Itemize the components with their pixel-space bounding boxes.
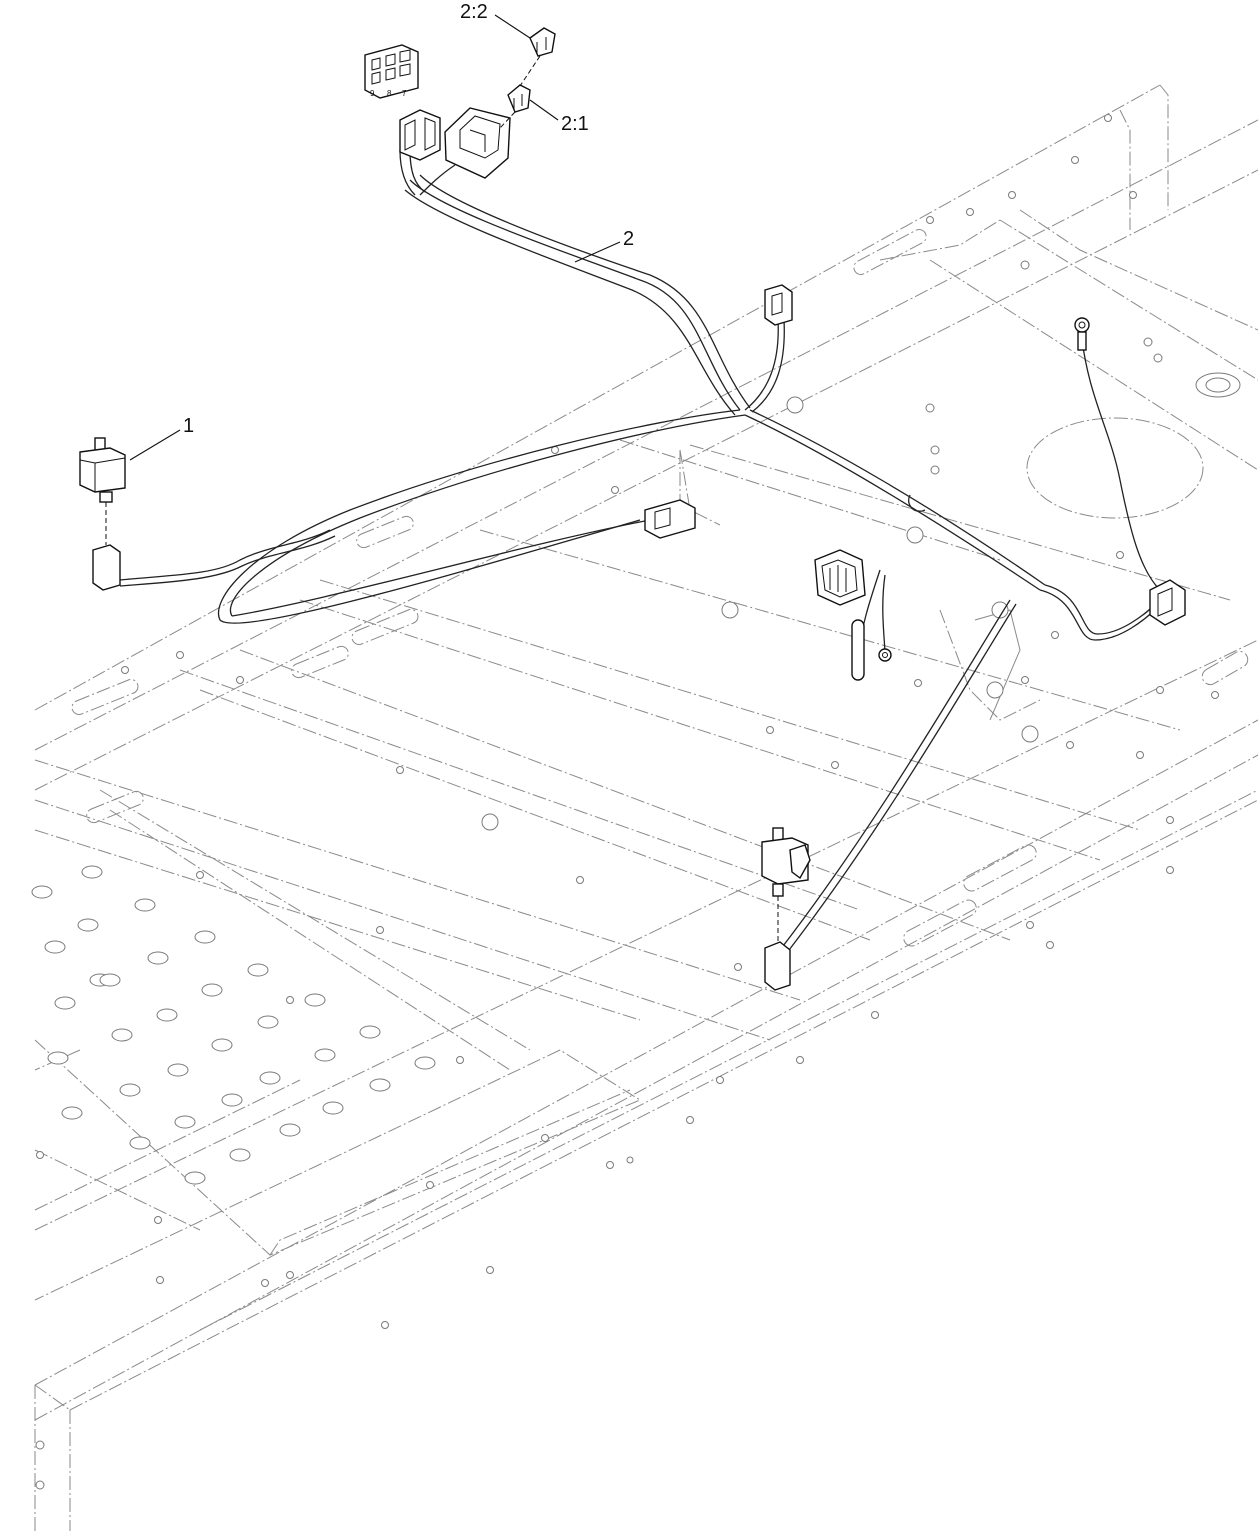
bullet-connectors (851, 619, 892, 681)
callout-item-1: 1 (183, 415, 194, 437)
connector-mid (644, 499, 696, 539)
relay-block: 9 8 7 (364, 44, 419, 99)
pin-label-9: 9 (370, 89, 375, 98)
bottom-switch (761, 827, 811, 942)
fuse-2-1 (507, 84, 531, 113)
fuse-holder-connector (444, 107, 511, 179)
bottom-switch-plug (764, 941, 791, 991)
step-plate-dimples (31, 865, 436, 1185)
harness-connectors: 9 8 7 (92, 27, 1186, 991)
switch-1 (79, 437, 126, 545)
chassis-frame (34, 84, 1258, 1531)
callout-item-2-1: 2:1 (561, 113, 589, 135)
switch-1-plug (92, 544, 121, 591)
wiring-harness (119, 149, 1161, 955)
connector-right (1149, 579, 1186, 626)
pin-label-7: 7 (402, 89, 407, 98)
fuse-2-2 (529, 27, 556, 57)
callout-item-2: 2 (623, 228, 634, 250)
twin-plug-connector (399, 109, 441, 161)
callout-item-2-2: 2:2 (460, 1, 488, 23)
pin-label-8: 8 (387, 89, 392, 98)
callouts: 1 2 2:1 2:2 (129, 1, 634, 461)
frame-holes (35, 114, 1219, 1490)
connector-top (764, 284, 793, 326)
ring-terminal (1074, 317, 1090, 351)
multi-pin-connector (814, 549, 866, 606)
